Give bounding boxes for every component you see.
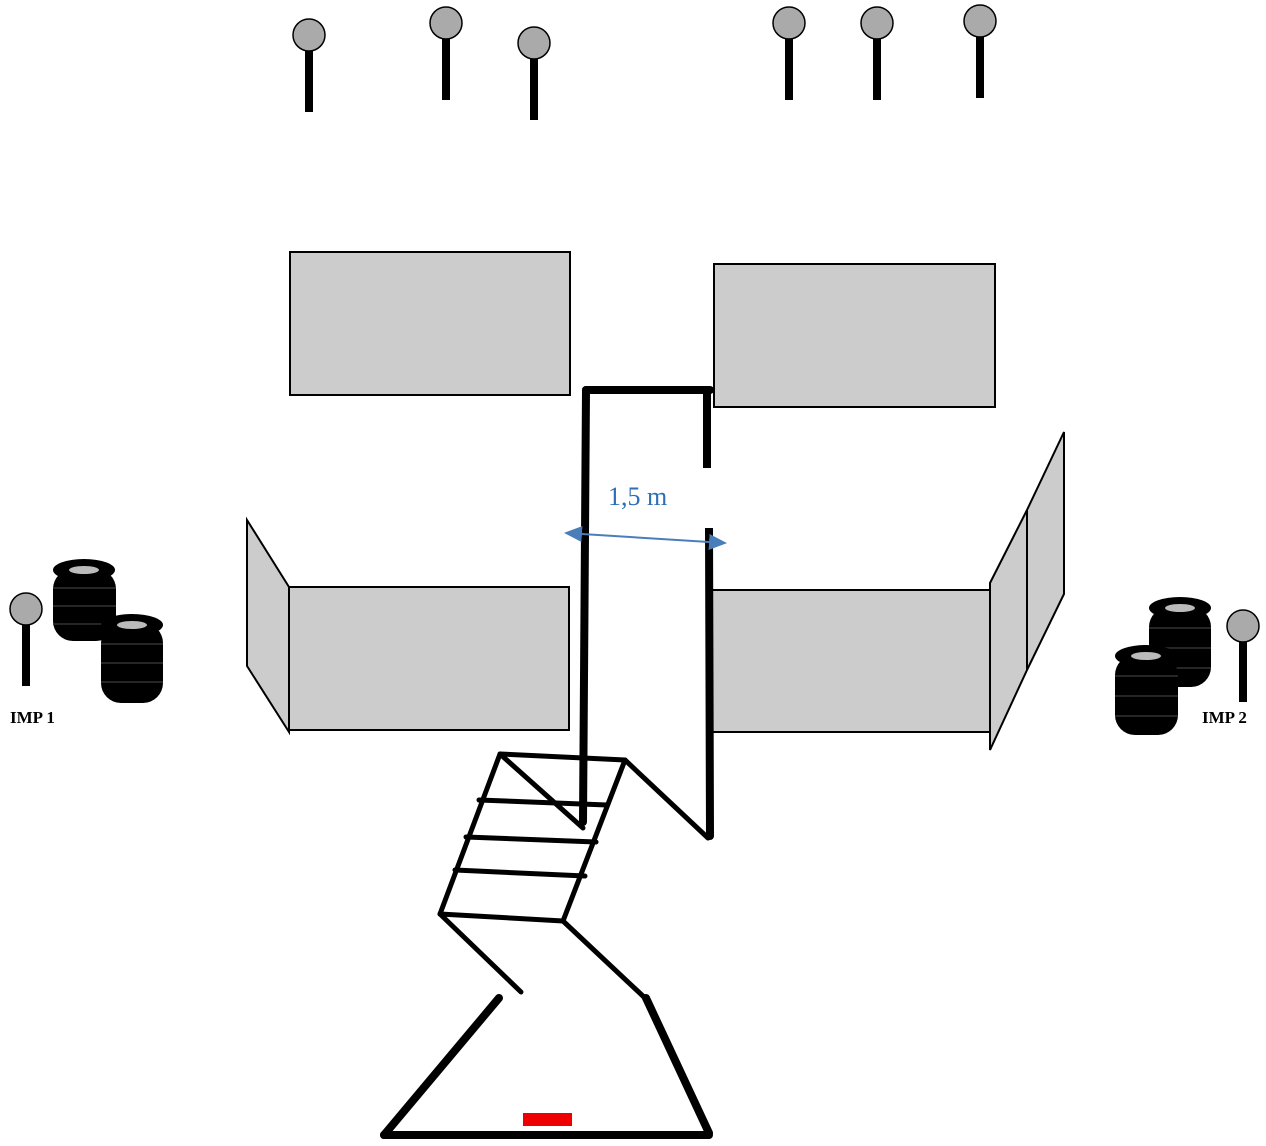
- pole-marker-icon: [860, 6, 894, 100]
- pole-marker-icon: [1226, 609, 1260, 702]
- zigzag-lines: [437, 757, 711, 1001]
- imp2-station: [1115, 597, 1260, 735]
- imp1-label: IMP 1: [10, 708, 55, 727]
- lower-right-panel: [709, 589, 991, 733]
- lower-left-panel: [288, 586, 570, 731]
- lower-right-wing-outer: [1026, 431, 1065, 671]
- width-measure-arrow: [564, 526, 727, 550]
- tire-stack-icon: [101, 614, 163, 703]
- pole-marker-icon: [429, 6, 463, 100]
- corridor-gap: [703, 468, 715, 528]
- top-poles: [292, 4, 997, 120]
- pole-marker-icon: [772, 6, 806, 100]
- imp1-station: [9, 559, 163, 703]
- pole-marker-icon: [9, 592, 43, 686]
- corridor-width-label: 1,5 m: [608, 482, 668, 511]
- pole-marker-icon: [292, 18, 326, 112]
- lower-right-wing-inner: [989, 509, 1028, 751]
- start-zone: [380, 994, 713, 1139]
- pole-marker-icon: [517, 26, 551, 120]
- upper-left-panel: [289, 251, 571, 396]
- lower-left-wing: [246, 516, 290, 736]
- imp2-label: IMP 2: [1202, 708, 1247, 727]
- upper-right-panel: [713, 263, 996, 408]
- start-marker-icon: [523, 1113, 572, 1126]
- corridor: [579, 386, 714, 840]
- tire-stack-icon: [1115, 645, 1178, 735]
- pole-marker-icon: [963, 4, 997, 98]
- ladder: [437, 751, 628, 924]
